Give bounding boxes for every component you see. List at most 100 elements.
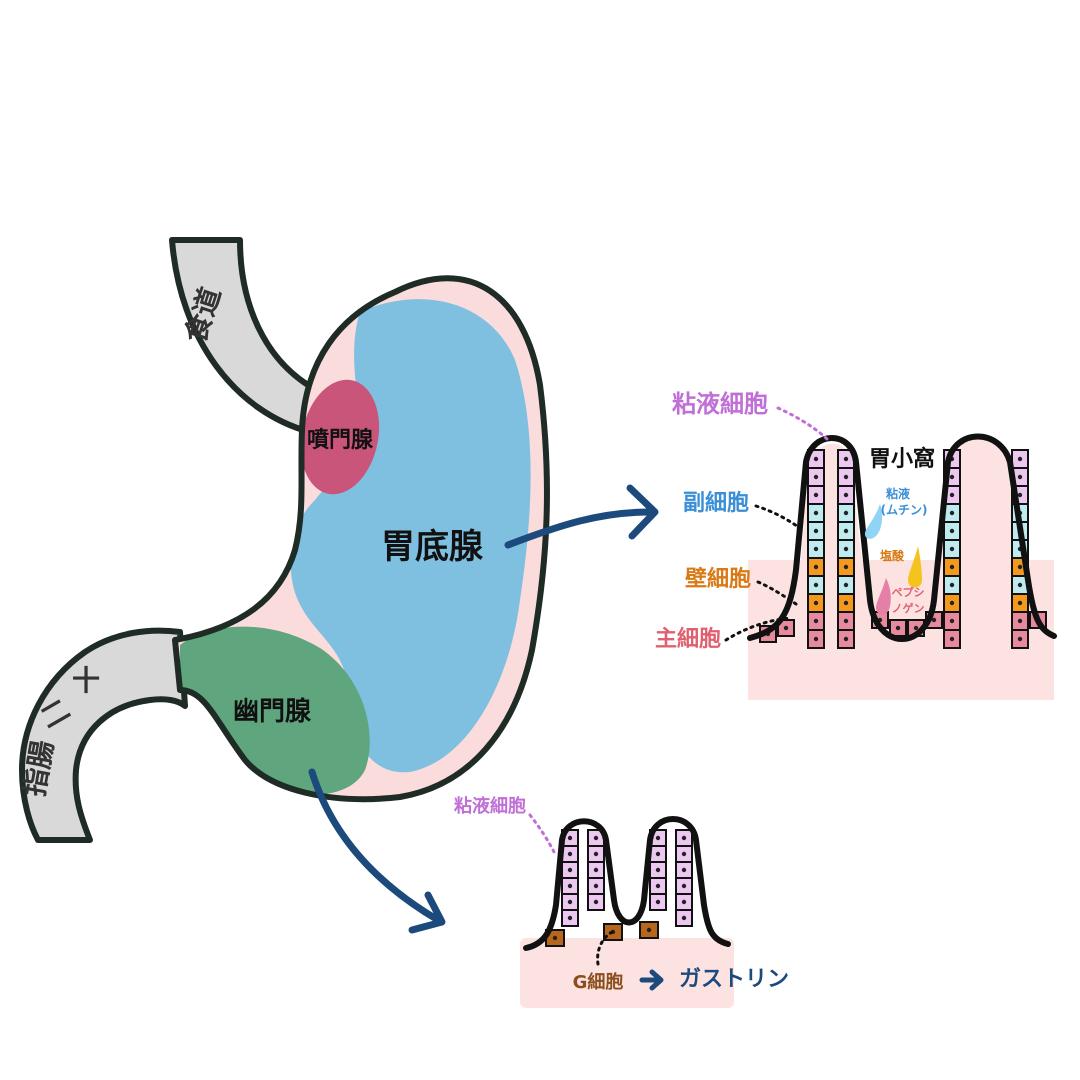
cell-nucleus bbox=[1017, 618, 1023, 624]
stomach bbox=[19, 237, 550, 843]
duodenum-tube bbox=[19, 627, 188, 843]
pepsinogen-drop-icon bbox=[876, 578, 891, 615]
cardiac-gland-region bbox=[300, 379, 380, 495]
cell-nucleus bbox=[813, 456, 819, 462]
cell-nucleus bbox=[813, 600, 819, 606]
cell-nucleus bbox=[843, 546, 849, 552]
mucus-label-1: 粘液 bbox=[886, 486, 910, 501]
cell-nucleus bbox=[655, 883, 661, 889]
pepsinogen-label-1: ペプシ bbox=[892, 585, 925, 599]
pyloric-gland-label: 幽門腺 bbox=[233, 697, 312, 727]
cell-nucleus bbox=[783, 625, 789, 631]
cell-nucleus bbox=[655, 899, 661, 905]
cell-nucleus bbox=[567, 867, 573, 873]
cell-nucleus bbox=[1017, 582, 1023, 588]
cell-nucleus bbox=[681, 883, 687, 889]
cell-nucleus bbox=[813, 546, 819, 552]
gastric-pit-label: 胃小窩 bbox=[869, 446, 935, 472]
cell-nucleus bbox=[949, 618, 955, 624]
mucus-label-2: (ムチン) bbox=[881, 503, 928, 517]
leader-parietal bbox=[756, 580, 798, 606]
leader-mucous-bottom bbox=[528, 813, 556, 854]
leader-mucous-top bbox=[776, 406, 830, 442]
arrow-down-icon bbox=[308, 768, 446, 934]
cell-nucleus bbox=[567, 899, 573, 905]
cell-nucleus bbox=[567, 835, 573, 841]
leader-g-cell bbox=[596, 930, 614, 966]
cell-nucleus bbox=[593, 867, 599, 873]
cell-nucleus bbox=[931, 617, 937, 623]
cell-nucleus bbox=[655, 835, 661, 841]
cell-nucleus bbox=[913, 625, 919, 631]
cell-nucleus bbox=[813, 582, 819, 588]
g-cell-label: G細胞 bbox=[573, 971, 624, 993]
pyloric-pit-outline bbox=[523, 816, 731, 951]
cell-nucleus bbox=[895, 625, 901, 631]
duodenum-label-1: 十 bbox=[72, 664, 100, 697]
pyloric-mucosa bbox=[520, 938, 734, 1008]
cell-nucleus bbox=[813, 564, 819, 570]
cell-nucleus bbox=[843, 582, 849, 588]
cell-nucleus bbox=[567, 915, 573, 921]
leader-chief bbox=[724, 616, 792, 642]
cell-nucleus bbox=[813, 528, 819, 534]
cell-nucleus bbox=[681, 835, 687, 841]
cell-nucleus bbox=[567, 883, 573, 889]
accessory-cell-label: 副細胞 bbox=[683, 490, 749, 516]
parietal-cell-label: 壁細胞 bbox=[685, 566, 751, 592]
cell-nucleus bbox=[949, 564, 955, 570]
cell-nucleus bbox=[593, 883, 599, 889]
hcl-drop-icon bbox=[908, 546, 922, 588]
mucus-drop-icon bbox=[864, 504, 883, 539]
cell-nucleus bbox=[843, 636, 849, 642]
cell-nucleus bbox=[567, 851, 573, 857]
mucous-cell-label-bottom: 粘液細胞 bbox=[454, 795, 526, 817]
cell-nucleus bbox=[1017, 600, 1023, 606]
cell-nucleus bbox=[949, 528, 955, 534]
cell-nucleus bbox=[813, 510, 819, 516]
gastrin-label: ガストリン bbox=[679, 967, 789, 992]
cell-nucleus bbox=[843, 564, 849, 570]
pepsinogen-label-2: ノゲン bbox=[892, 601, 925, 615]
hcl-label: 塩酸 bbox=[880, 548, 905, 563]
chief-cell-label: 主細胞 bbox=[655, 626, 721, 652]
cell-nucleus bbox=[646, 927, 652, 933]
cell-nucleus bbox=[552, 935, 558, 941]
cell-nucleus bbox=[949, 582, 955, 588]
pyloric-cells bbox=[545, 829, 693, 947]
fundic-gland-region bbox=[290, 299, 531, 773]
cardiac-gland-label: 噴門腺 bbox=[307, 427, 374, 453]
cell-nucleus bbox=[843, 474, 849, 480]
arrow-right-icon bbox=[504, 484, 659, 549]
stomach-outline bbox=[172, 275, 550, 803]
cell-nucleus bbox=[681, 899, 687, 905]
cell-nucleus bbox=[949, 474, 955, 480]
cell-nucleus bbox=[949, 636, 955, 642]
cell-nucleus bbox=[813, 618, 819, 624]
cell-nucleus bbox=[593, 851, 599, 857]
cell-nucleus bbox=[681, 851, 687, 857]
fundic-gland-label: 胃底腺 bbox=[381, 527, 484, 567]
cell-nucleus bbox=[949, 546, 955, 552]
gastrin-arrow-icon bbox=[639, 969, 664, 991]
cell-nucleus bbox=[655, 867, 661, 873]
cell-nucleus bbox=[949, 510, 955, 516]
cell-nucleus bbox=[1017, 636, 1023, 642]
cell-nucleus bbox=[843, 492, 849, 498]
cell-nucleus bbox=[843, 528, 849, 534]
cell-nucleus bbox=[1017, 456, 1023, 462]
cell-nucleus bbox=[813, 636, 819, 642]
cell-nucleus bbox=[843, 600, 849, 606]
cell-nucleus bbox=[655, 851, 661, 857]
cell-nucleus bbox=[593, 899, 599, 905]
mucous-cell-label-top: 粘液細胞 bbox=[672, 390, 768, 418]
cell-nucleus bbox=[843, 456, 849, 462]
cell-nucleus bbox=[843, 510, 849, 516]
pyloric-gland-detail bbox=[520, 816, 734, 1008]
cell-nucleus bbox=[813, 474, 819, 480]
cell-nucleus bbox=[1017, 492, 1023, 498]
fundic-gland-detail bbox=[747, 433, 1057, 700]
cell-nucleus bbox=[949, 492, 955, 498]
leader-accessory bbox=[754, 504, 802, 530]
